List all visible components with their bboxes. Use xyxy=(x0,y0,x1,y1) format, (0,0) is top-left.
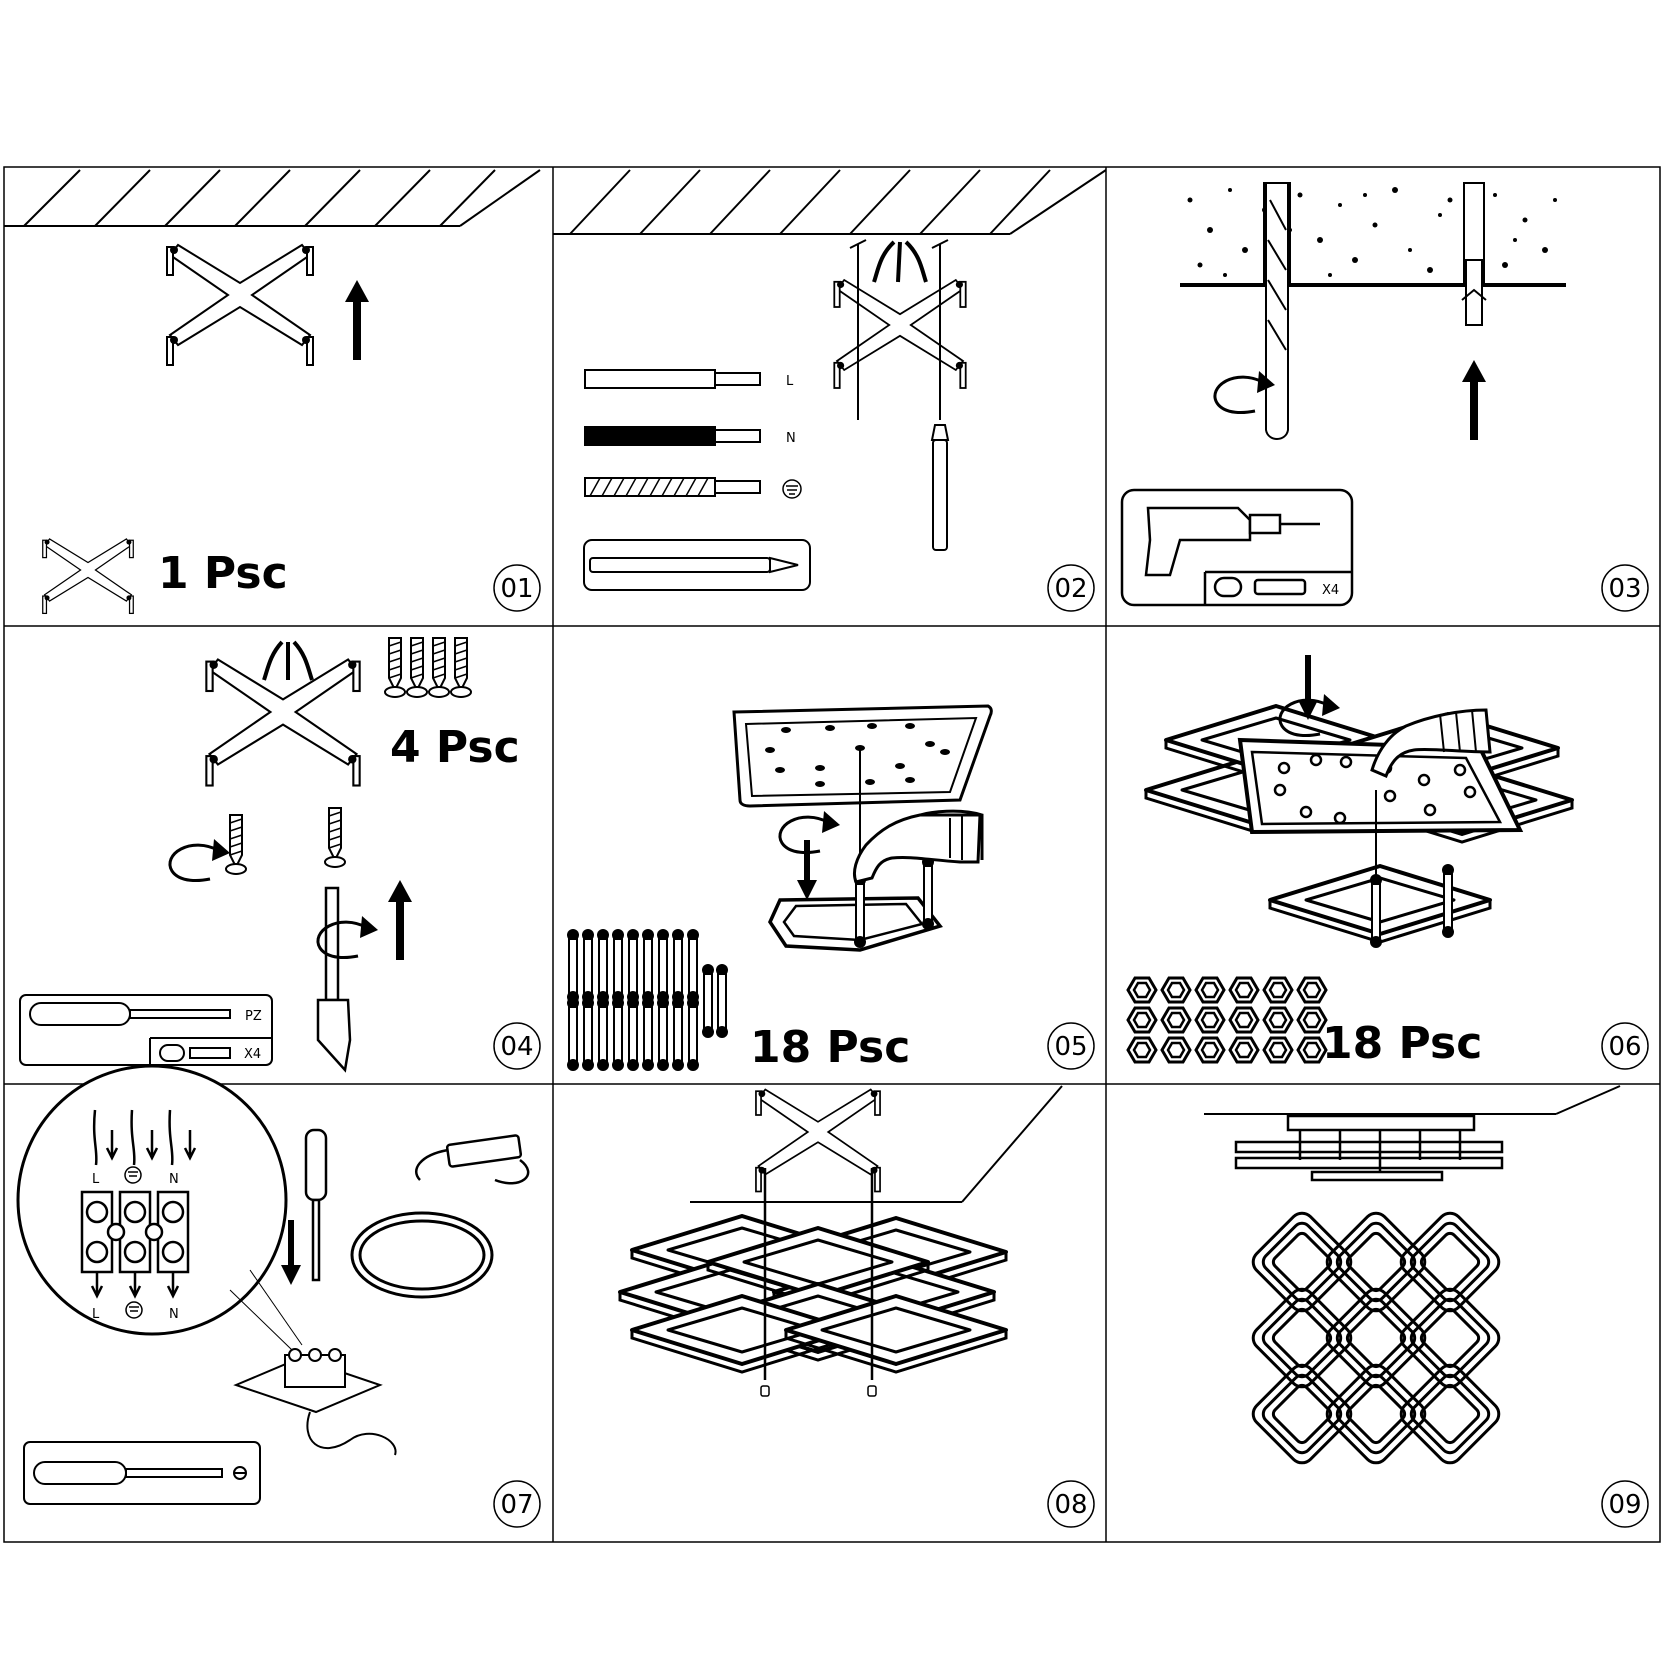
screwdriver-tool-box xyxy=(23,1441,261,1505)
ground-symbol-icon xyxy=(125,1301,143,1319)
step-number-badge xyxy=(1047,564,1095,612)
screw-icon xyxy=(225,814,247,875)
down-arrow-icon xyxy=(797,840,817,900)
up-arrow-icon xyxy=(1462,360,1486,440)
step-number-badge xyxy=(493,564,541,612)
rotate-arrow-icon xyxy=(168,837,232,883)
wire-l-icon xyxy=(584,369,761,389)
hanging-rods xyxy=(763,1168,874,1380)
nut-set-icon xyxy=(1126,976,1328,1064)
step-number-badge xyxy=(493,1480,541,1528)
screwdriver-tool-box xyxy=(19,994,273,1066)
panel-step-06: 18 Psc 06 xyxy=(1126,655,1649,1070)
mounting-bracket-small-icon xyxy=(42,538,134,615)
connector-assembly-icon xyxy=(233,1348,397,1456)
step-number: 07 xyxy=(500,1490,533,1520)
panel-step-04: 4 Psc PZ X4 04 xyxy=(19,637,541,1073)
step-number: 04 xyxy=(500,1032,533,1062)
incoming-wires xyxy=(90,1109,197,1299)
wire-n-label: N xyxy=(786,431,796,446)
hand-icon xyxy=(1370,708,1492,778)
drill-tool-box xyxy=(1120,488,1354,607)
led-driver-icon xyxy=(414,1134,530,1185)
terminal-bottom-l: L xyxy=(92,1307,100,1322)
panel-step-03: X4 03 xyxy=(1120,182,1649,612)
step-number-badge xyxy=(493,1022,541,1070)
terminal-bottom-n: N xyxy=(169,1307,179,1322)
mounting-bracket-icon xyxy=(833,279,967,389)
terminal-top-n: N xyxy=(169,1172,179,1187)
panel-step-02: L N 02 xyxy=(553,169,1107,612)
count-label: 18 Psc xyxy=(1322,1018,1482,1069)
drill-marks xyxy=(849,239,949,420)
drill-bit-icon xyxy=(1265,182,1289,440)
ground-symbol-icon xyxy=(782,479,802,499)
step-number-badge xyxy=(1047,1022,1095,1070)
panel-step-07: L N L N xyxy=(16,1064,541,1528)
lamp-side-view-icon xyxy=(1234,1114,1504,1182)
count-label: 18 Psc xyxy=(750,1022,910,1073)
ceiling-hook-icon xyxy=(262,640,314,681)
step-number: 08 xyxy=(1054,1490,1087,1520)
terminal-block-icon xyxy=(80,1190,190,1274)
count-label: 4 Psc xyxy=(390,722,520,773)
lamp-assembly-icon xyxy=(1144,704,1574,949)
step-number: 02 xyxy=(1054,574,1087,604)
hand-icon xyxy=(852,809,984,884)
mounting-bracket-icon xyxy=(755,1088,881,1193)
step-number: 05 xyxy=(1054,1032,1087,1062)
step-number: 03 xyxy=(1608,574,1641,604)
pencil-icon xyxy=(930,424,950,551)
lamp-front-view-icon xyxy=(1246,1206,1506,1470)
wire-n-icon xyxy=(584,426,761,446)
rod-set-icon xyxy=(566,928,729,1072)
screwdriver-icon xyxy=(316,886,352,1073)
ceiling-hatch-icon xyxy=(4,169,541,227)
leader-lines xyxy=(229,1269,303,1351)
wiring-detail-circle xyxy=(16,1064,288,1336)
bit-label: PZ xyxy=(245,1009,262,1024)
terminal-top-l: L xyxy=(92,1172,100,1187)
down-arrow-icon xyxy=(281,1220,301,1285)
up-arrow-icon xyxy=(388,880,412,960)
panel-step-01: 1 Psc 01 xyxy=(4,169,541,615)
step-number: 09 xyxy=(1608,1490,1641,1520)
screwdriver-icon xyxy=(304,1128,328,1282)
lamp-body-icon xyxy=(618,1214,1008,1374)
ceiling-hook-icon xyxy=(872,240,928,283)
mounting-bracket-icon xyxy=(205,658,361,787)
step-number-badge xyxy=(1601,1022,1649,1070)
ceiling-hatch-icon xyxy=(553,169,1107,235)
step-number-badge xyxy=(1047,1480,1095,1528)
ground-symbol-icon xyxy=(124,1166,142,1184)
nut-pair-icon xyxy=(760,1385,877,1397)
round-light-ring-icon xyxy=(350,1211,494,1299)
wire-ground-icon xyxy=(584,477,761,497)
screw-icon xyxy=(324,807,346,868)
step-number: 06 xyxy=(1608,1032,1641,1062)
wall-anchor-icon xyxy=(1461,259,1487,326)
panel-grid xyxy=(3,166,1661,1543)
screw-qty: X4 xyxy=(244,1047,261,1062)
up-arrow-icon xyxy=(345,280,369,360)
panel-step-09: 09 xyxy=(1204,1085,1649,1528)
panel-step-05: 18 Psc 05 xyxy=(566,704,1095,1073)
anchor-qty: X4 xyxy=(1322,583,1339,598)
step-number-badge xyxy=(1601,564,1649,612)
count-label: 1 Psc xyxy=(158,548,288,599)
mounting-bracket-icon xyxy=(166,244,314,366)
step-number: 01 xyxy=(500,574,533,604)
screw-set-icon xyxy=(384,637,472,698)
ceiling-concrete-icon xyxy=(1180,182,1566,287)
drill-icon xyxy=(1144,506,1320,577)
down-arrow-icon xyxy=(1298,655,1318,720)
pencil-tool-box xyxy=(583,539,811,591)
step-number-badge xyxy=(1601,1480,1649,1528)
wire-l-label: L xyxy=(786,374,794,389)
lamp-base-plate-icon xyxy=(732,704,993,808)
panel-step-08: 08 xyxy=(618,1085,1095,1528)
